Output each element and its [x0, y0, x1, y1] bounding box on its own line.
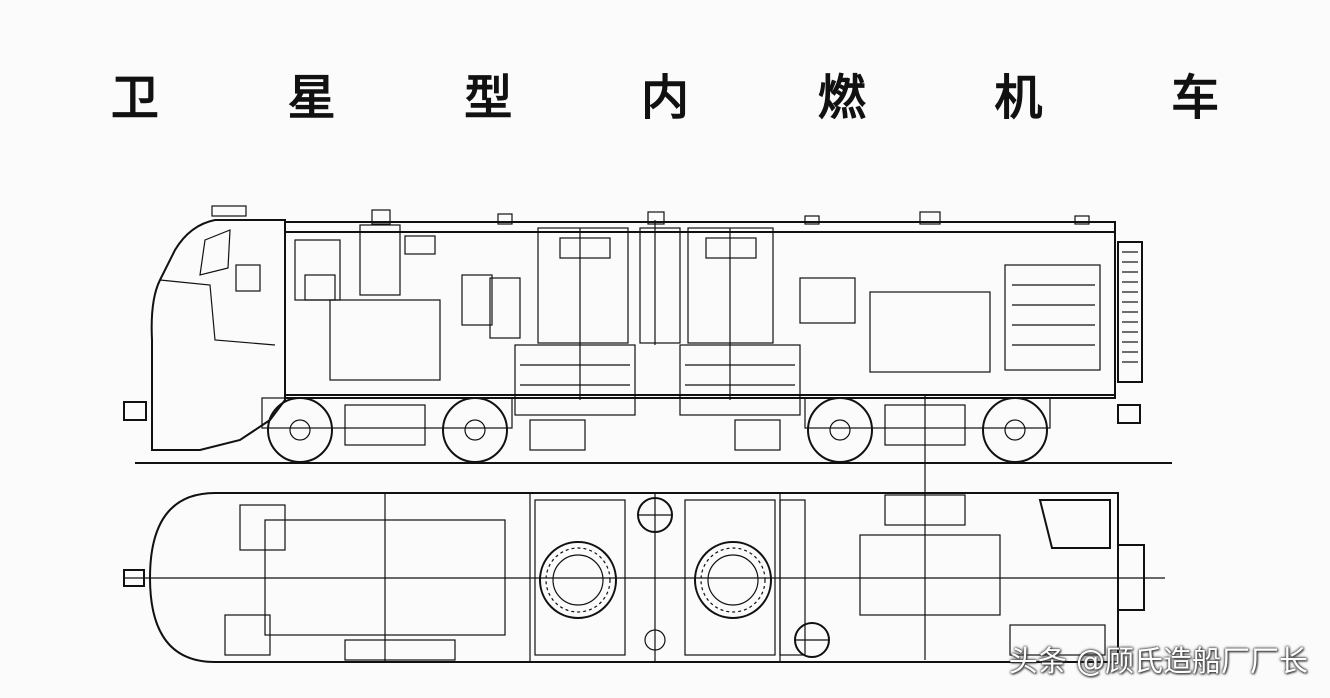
- wheel: [807, 397, 873, 463]
- plan-rear-end: [1117, 544, 1145, 611]
- generator-a: [537, 227, 629, 344]
- plan-front-coupler: [123, 569, 145, 587]
- side-elevation: [123, 205, 1172, 660]
- front-bogie: [261, 397, 513, 463]
- wheel: [267, 397, 333, 463]
- wheel: [442, 397, 508, 463]
- radiator-fan-left: [539, 541, 617, 619]
- body-shell: [284, 221, 1116, 399]
- front-diesel-engine: [329, 299, 441, 381]
- cab-nose: [150, 219, 286, 451]
- front-coupler: [123, 401, 147, 421]
- cab-window: [199, 229, 231, 276]
- watermark: 头条 @顾氏造船厂厂长: [1008, 644, 1308, 678]
- radiator-fan-right: [694, 541, 772, 619]
- rear-diesel-engine: [869, 291, 991, 373]
- rear-coupler: [1117, 404, 1141, 424]
- rear-bogie: [804, 397, 1051, 463]
- diagram-title: 卫 星 型 内 燃 机 车: [110, 70, 1276, 126]
- plan-outline: [148, 492, 1119, 663]
- plan-rear-engine: [859, 534, 1001, 616]
- plan-rear-cab: [1038, 499, 1111, 549]
- plan-view: [123, 492, 1165, 663]
- cab-side-window: [235, 264, 261, 292]
- rear-radiator: [1117, 241, 1143, 383]
- horn: [211, 205, 247, 217]
- wheel: [982, 397, 1048, 463]
- cooling-unit: [1004, 264, 1101, 371]
